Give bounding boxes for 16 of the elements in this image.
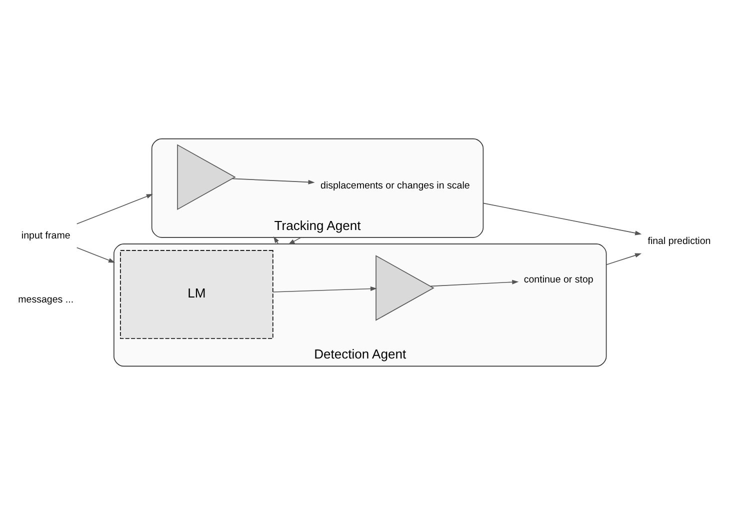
node-text: final prediction [648, 236, 711, 248]
node-text: displacements or changes in scale [320, 180, 470, 192]
arrow [606, 253, 642, 266]
label: messages ... [18, 294, 74, 306]
arrow [272, 286, 378, 292]
arrow [76, 194, 153, 224]
arrow [76, 247, 116, 263]
arrow [288, 237, 302, 245]
node-triangle [376, 255, 434, 321]
node-text: continue or stop [524, 274, 594, 286]
arrow [232, 178, 315, 184]
arrow [430, 280, 519, 287]
node-text: input frame [21, 230, 70, 242]
node-box: LM [120, 250, 274, 339]
arrow [482, 202, 642, 236]
node-triangle [177, 144, 236, 210]
